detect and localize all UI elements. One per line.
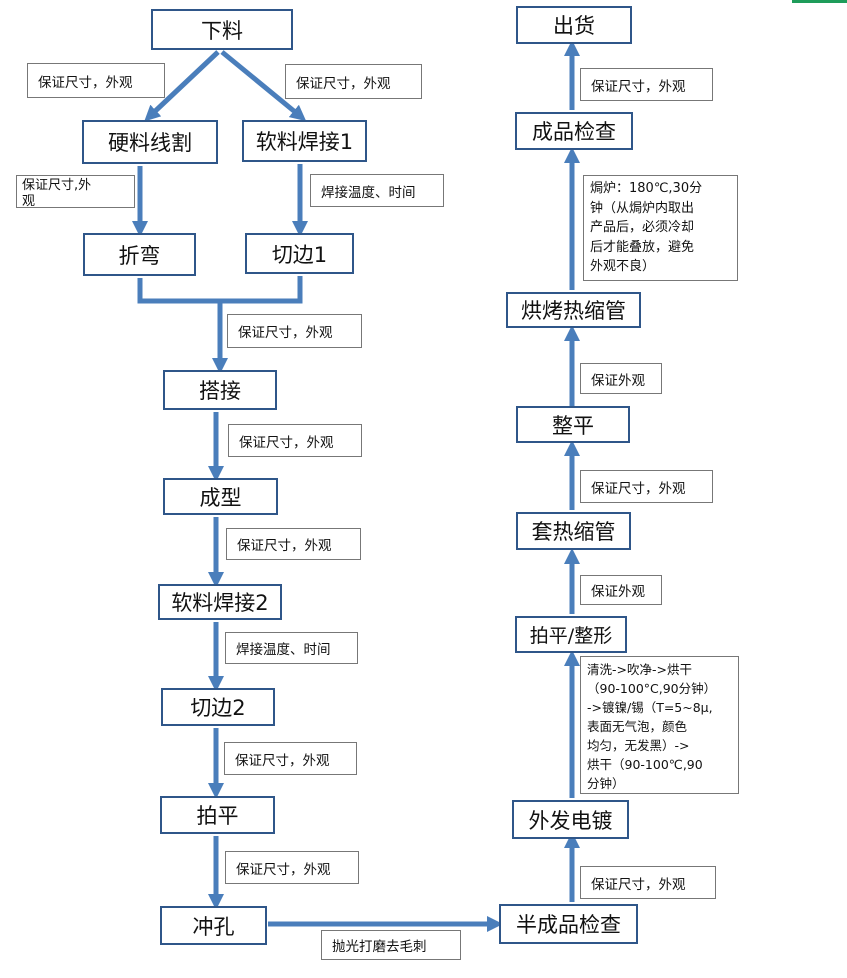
step-zhengping: 整平 (516, 406, 630, 443)
step-qiebian-1: 切边1 (245, 233, 354, 274)
note-tao-reshuoguan: 保证尺寸，外观 (580, 470, 713, 503)
step-ruanliao-hanjie-1: 软料焊接1 (242, 120, 367, 162)
step-chuhuo: 出货 (516, 6, 632, 44)
step-waifa-diandu: 外发电镀 (512, 800, 629, 839)
arrow-xialiao-to-yingliao (144, 50, 220, 122)
step-qiebian-2: 切边2 (161, 688, 275, 726)
step-paiping: 拍平 (160, 796, 275, 834)
step-paiping-zhengxing: 拍平/整形 (515, 616, 627, 653)
note-chengpin-jiancha: 保证尺寸，外观 (580, 68, 713, 101)
step-yingliao-xiange: 硬料线割 (82, 120, 218, 164)
step-ruanliao-hanjie-2: 软料焊接2 (158, 584, 282, 620)
step-banchengpin-jiancha: 半成品检查 (499, 904, 638, 944)
note-diandu-process: 清洗->吹净->烘干 （90-100°C,90分钟） ->镀镍/锡（T=5~8μ… (580, 656, 739, 794)
note-paiping-zhengxing: 保证外观 (580, 575, 662, 605)
note-qiebian-2: 保证尺寸，外观 (224, 742, 357, 775)
note-ruanliao-1: 焊接温度、时间 (310, 174, 444, 207)
step-chengxing: 成型 (163, 478, 278, 515)
note-yingliao: 保证尺寸,外 观 (16, 175, 135, 209)
note-ruanliao-2: 焊接温度、时间 (225, 632, 358, 664)
step-xialiao: 下料 (151, 9, 293, 50)
arrow-xialiao-to-ruanliao1 (220, 50, 307, 122)
note-chongkong: 抛光打磨去毛刺 (321, 930, 461, 960)
note-banchengpin: 保证尺寸，外观 (580, 866, 716, 899)
note-hongkao: 焗炉：180℃,30分 钟（从焗炉内取出 产品后，必须冷却 后才能叠放，避免 外… (583, 175, 738, 281)
note-merge: 保证尺寸，外观 (227, 314, 362, 348)
corner-accent-mark (792, 0, 847, 3)
step-dajie: 搭接 (163, 370, 277, 410)
note-dajie: 保证尺寸，外观 (228, 424, 362, 457)
step-chongkong: 冲孔 (160, 906, 267, 945)
step-zhewan: 折弯 (83, 233, 196, 276)
note-zhengping: 保证外观 (580, 363, 662, 394)
step-hongkao-reshuoguan: 烘烤热缩管 (506, 292, 641, 328)
note-xialiao-left: 保证尺寸，外观 (27, 63, 165, 98)
note-paiping: 保证尺寸，外观 (225, 851, 359, 884)
step-tao-reshuoguan: 套热缩管 (516, 512, 631, 550)
note-chengxing: 保证尺寸，外观 (226, 528, 361, 560)
note-xialiao-right: 保证尺寸，外观 (285, 64, 422, 99)
merge-connector (137, 276, 303, 304)
step-chengpin-jiancha: 成品检查 (515, 112, 633, 150)
